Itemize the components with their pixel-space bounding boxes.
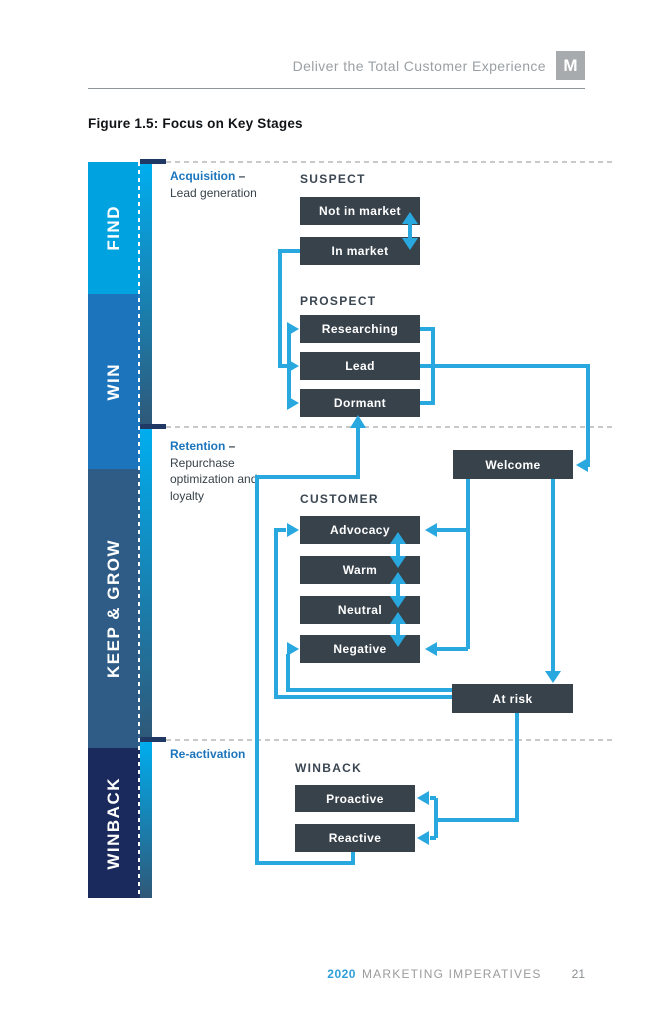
section-tick-reactivation (140, 737, 166, 742)
node-negative: Negative (300, 635, 420, 663)
section-label-retention-description: Repurchase optimization and loyalty (170, 455, 258, 503)
group-title-winback: WINBACK (295, 761, 363, 775)
node-neutral: Neutral (300, 596, 420, 624)
connector-atrisk-to-winback (417, 713, 519, 845)
stage-label-win: WIN (104, 362, 123, 401)
connector-customer-double-arrows (390, 532, 406, 647)
section-label-acquisition-description: Lead generation (170, 185, 257, 200)
brand-logo-letter: M (563, 55, 578, 75)
section-label-acquisition: Acquisition – Lead generation (170, 168, 274, 201)
connector-welcome-to-advocacy-negative (425, 479, 470, 656)
section-label-reactivation: Re-activation (170, 746, 274, 763)
section-label-reactivation-title: Re-activation (170, 747, 246, 761)
section-label-acquisition-title: Acquisition (170, 169, 236, 183)
node-not-in-market: Not in market (300, 197, 420, 225)
page-number: 21 (571, 967, 585, 981)
connector-inmarket-to-prospect (278, 249, 300, 410)
connector-welcome-to-atrisk (545, 479, 561, 683)
section-label-acquisition-dash: – (235, 169, 246, 183)
group-title-customer: CUSTOMER (300, 492, 379, 506)
stage-label-find: FIND (104, 205, 123, 251)
node-lead: Lead (300, 352, 420, 380)
node-researching: Researching (300, 315, 420, 343)
section-label-retention-title: Retention (170, 439, 226, 453)
node-dormant: Dormant (300, 389, 420, 417)
section-tick-retention (140, 424, 166, 429)
node-warm: Warm (300, 556, 420, 584)
footer-year: 2020 (327, 967, 356, 981)
page-footer: 2020 MARKETING IMPERATIVES 21 (327, 967, 585, 981)
node-in-market: In market (300, 237, 420, 265)
group-title-suspect: SUSPECT (300, 172, 366, 186)
node-welcome: Welcome (453, 450, 573, 479)
gradient-strip-reactivation (140, 740, 152, 898)
stage-block-winback: WINBACK (88, 748, 140, 898)
stage-label-keep-and-grow: KEEP & GROW (104, 539, 123, 678)
section-rule-retention (166, 426, 612, 428)
stage-block-win: WIN (88, 294, 140, 469)
section-rule-reactivation (166, 739, 612, 741)
header-divider (88, 88, 585, 89)
figure-title: Figure 1.5: Focus on Key Stages (88, 116, 303, 131)
header-title: Deliver the Total Customer Experience (292, 58, 546, 74)
node-advocacy: Advocacy (300, 516, 420, 544)
section-tick-acquisition (140, 159, 166, 164)
connector-researching-dormant-loop (420, 327, 435, 405)
node-proactive: Proactive (295, 785, 415, 812)
node-at-risk: At risk (452, 684, 573, 713)
node-reactive: Reactive (295, 824, 415, 852)
gradient-strip-retention (140, 427, 152, 740)
section-label-retention-dash: – (225, 439, 236, 453)
footer-title: MARKETING IMPERATIVES (361, 967, 542, 981)
stage-label-winback: WINBACK (104, 776, 123, 870)
section-rule-acquisition (166, 161, 612, 163)
sidebar-dotted-divider (138, 162, 140, 898)
stage-block-find: FIND (88, 162, 140, 294)
gradient-strip-acquisition (140, 162, 152, 427)
group-title-prospect: PROSPECT (300, 294, 377, 308)
stage-block-keep-and-grow: KEEP & GROW (88, 469, 140, 748)
brand-logo-icon: M (556, 51, 585, 80)
section-label-retention: Retention – Repurchase optimization and … (170, 438, 274, 504)
